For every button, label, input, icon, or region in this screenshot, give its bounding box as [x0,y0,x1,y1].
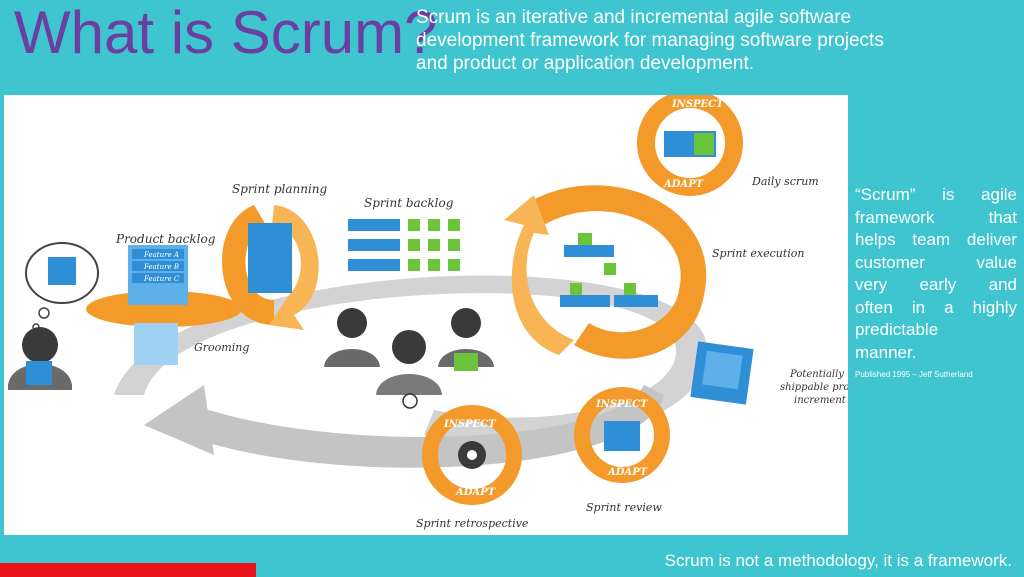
retrospective-ring [422,405,522,505]
potentially-label-1: Potentially [789,369,844,380]
daily-scrum-cube [694,133,714,155]
sb-cube [408,219,420,231]
person-head [22,327,58,363]
definition-line: “Scrum” is agile [855,185,1017,204]
execution-cube [570,283,582,295]
definition-line: framework that [855,207,1017,227]
definition-line: very early and [855,275,1017,294]
idea-cube [48,257,76,285]
definition-line: often in a highly [855,297,1017,317]
review-adapt-label: ADAPT [607,467,649,478]
sprint-planning-arrow [269,205,319,330]
sprint-planning-arc [221,205,274,325]
gray-arrowhead [144,385,214,455]
planning-stack [248,223,292,293]
sb-cube [448,239,460,251]
execution-tier [560,295,610,307]
retro-inspect-label: INSPECT [443,419,497,430]
execution-cube [624,283,636,295]
sb-cube [428,219,440,231]
product-backlog-label: Product backlog [115,232,216,246]
team-body [324,349,380,367]
scrum-diagram-svg: Feature A Feature B Feature C Product ba… [8,95,848,530]
definition-line: manner. [855,342,917,362]
backlog-item [132,273,184,283]
sprint-review-ring [574,387,670,483]
review-stack [604,421,640,451]
sb-cube [408,239,420,251]
execution-tier [578,233,592,245]
person-cube [26,361,52,385]
execution-tier [564,245,614,257]
team-head [337,308,367,338]
sb-cube [448,259,460,271]
thought-dot [38,307,50,319]
daily-scrum-ring [637,95,743,196]
backlog-platter [86,291,242,327]
sb-cube [448,219,460,231]
intro-line: and product or application development. [416,53,755,74]
intro-text: Scrum is an iterative and incremental ag… [416,6,976,75]
retrospective-gear-hole [467,450,477,460]
sprint-execution-arc-lower [504,195,574,355]
sb-cube [428,259,440,271]
scrum-master-body [376,374,442,395]
slide-title: What is Scrum? [14,0,438,66]
sprint-execution-arc [524,185,707,359]
backlog-item [132,249,184,259]
footer-text: Scrum is not a methodology, it is a fram… [664,551,1012,570]
red-accent-bar [0,563,256,577]
sb-bar [348,239,400,251]
sb-cube [428,239,440,251]
potentially-label-2: shippable product [780,382,848,393]
team-head [451,308,481,338]
sprint-backlog-label: Sprint backlog [364,196,454,210]
sb-bar [348,259,400,271]
intro-line: Scrum is an iterative and incremental ag… [416,7,852,28]
grooming-label: Grooming [194,341,249,354]
definition-line: helps team deliver [855,230,1017,249]
potentially-label-3: increment [794,395,847,406]
daily-scrum-label: Daily scrum [751,175,819,188]
sprint-planning-label: Sprint planning [232,182,328,196]
backlog-item [132,261,184,271]
sprint-backlog-grid [348,219,460,271]
gray-arrow-bottom [184,385,664,468]
sprint-review-label: Sprint review [586,501,662,514]
published-note: Published 1995 – Jeff Sutherland [855,370,973,379]
scrum-definition: “Scrum” is agile framework that helps te… [855,184,1017,364]
grooming-stack [134,323,178,365]
review-inspect-label: INSPECT [595,399,649,410]
sprint-retrospective-label: Sprint retrospective [416,517,529,530]
definition-line: customer value [855,252,1017,272]
feature-b-label: Feature B [143,263,179,271]
sb-bar [348,219,400,231]
whistle [402,393,418,409]
definition-line: predictable [855,320,939,339]
execution-cube [604,263,616,275]
execution-tier [614,295,658,307]
sprint-execution-label: Sprint execution [712,247,804,260]
retro-adapt-label: ADAPT [455,487,497,498]
scrum-diagram: Feature A Feature B Feature C Product ba… [4,95,848,535]
intro-line: development framework for managing softw… [416,30,884,51]
feature-c-label: Feature C [143,275,180,283]
sb-cube [408,259,420,271]
feature-a-label: Feature A [143,251,179,259]
scrum-master-head [392,330,426,364]
team-cube [454,353,478,371]
daily-inspect-label: INSPECT [671,99,725,110]
increment-cube-top [702,350,743,390]
daily-adapt-label: ADAPT [663,179,705,190]
